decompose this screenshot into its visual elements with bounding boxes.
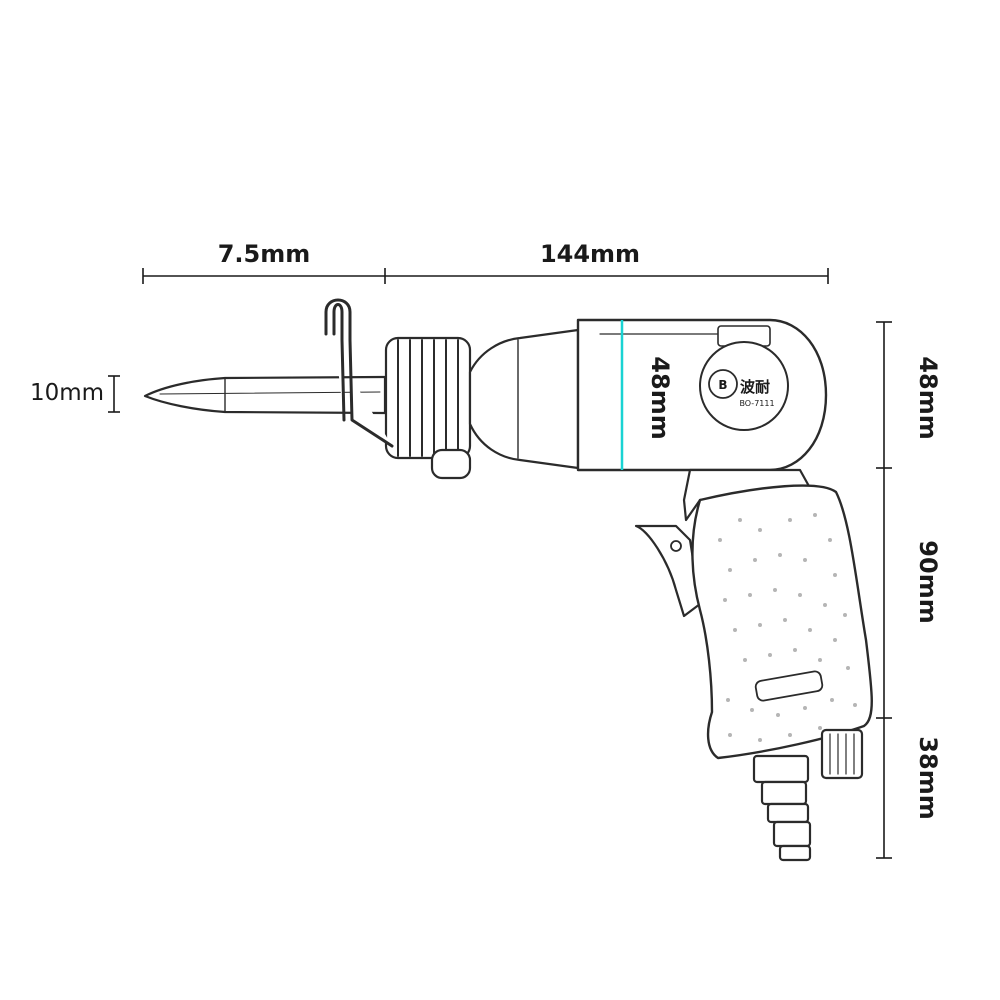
barrel-nose (468, 328, 580, 470)
tip-length-label: 7.5mm (218, 240, 311, 268)
regulator-knob (820, 728, 864, 780)
brand-logo: B 波耐 BO-7111 (699, 341, 789, 431)
air-hammer-illustration: 48mm B 波耐 BO-7111 (143, 298, 873, 862)
trigger (634, 524, 702, 618)
chisel-diameter-label: 10mm (30, 380, 104, 406)
pistol-grip (691, 484, 873, 760)
grip-label-plate (754, 670, 824, 702)
top-dimension-line (142, 268, 829, 284)
brand-mark-icon: B (718, 378, 727, 392)
grip-texture (718, 513, 857, 742)
brand-name-text: 波耐 (740, 378, 770, 396)
brand-model-text: BO-7111 (739, 399, 774, 408)
body-length-label: 144mm (540, 240, 640, 268)
head-height-label: 48mm (914, 356, 942, 439)
barrel-diameter-label: 48mm (646, 356, 674, 439)
air-inlet-fitting (752, 754, 812, 862)
chisel-bit (143, 375, 387, 415)
right-dimension-line (876, 321, 892, 859)
base-height-label: 38mm (914, 736, 942, 819)
handle-height-label: 90mm (914, 540, 942, 623)
chisel-diameter-marker (108, 375, 120, 413)
retainer-spring (384, 336, 472, 480)
